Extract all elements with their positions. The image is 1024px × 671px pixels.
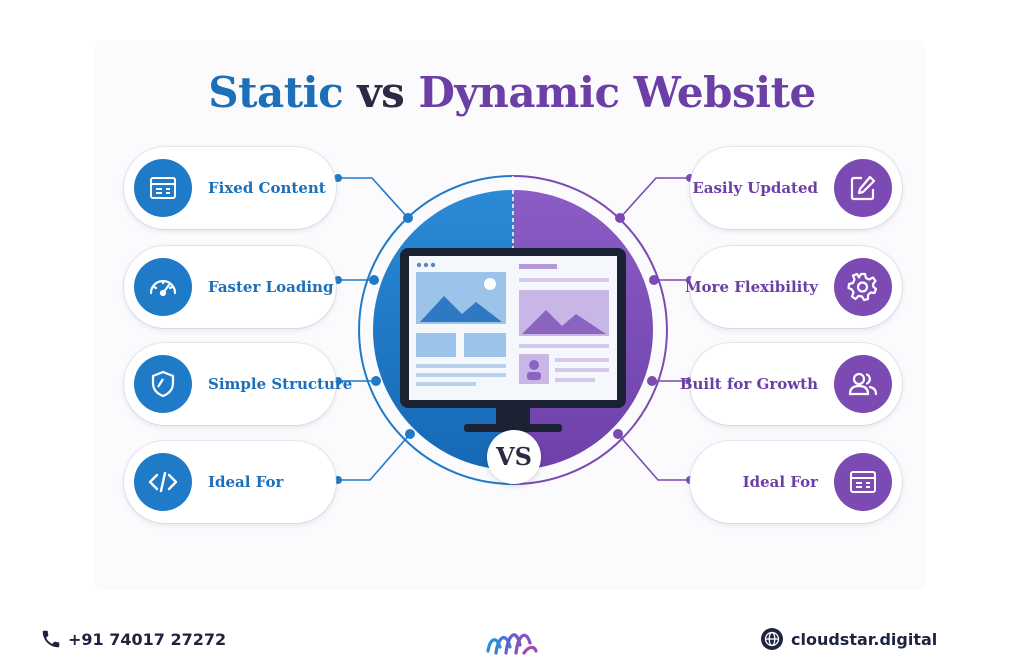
card-more-flexibility: More Flexibility bbox=[685, 246, 902, 328]
shield-icon bbox=[134, 355, 192, 413]
title-static: Static bbox=[208, 68, 344, 117]
card-label: Simple Structure bbox=[208, 375, 353, 393]
users-icon bbox=[834, 355, 892, 413]
code-icon bbox=[134, 453, 192, 511]
outer-ring-right bbox=[512, 175, 668, 485]
outer-ring-left bbox=[358, 175, 514, 485]
vs-badge: VS bbox=[487, 430, 541, 484]
edit-icon bbox=[834, 159, 892, 217]
window-layout-icon bbox=[134, 159, 192, 217]
card-faster-loading: Faster Loading bbox=[124, 246, 336, 328]
gear-icon bbox=[834, 258, 892, 316]
phone-number: +91 74017 27272 bbox=[68, 629, 227, 649]
card-label: Built for Growth bbox=[679, 375, 818, 393]
speedometer-icon bbox=[134, 258, 192, 316]
phone-icon bbox=[40, 628, 62, 650]
card-label: Easily Updated bbox=[692, 179, 818, 197]
card-easily-updated: Easily Updated bbox=[690, 147, 902, 229]
monitor-illustration bbox=[400, 248, 626, 432]
globe-icon bbox=[760, 627, 784, 651]
card-ideal-for-dynamic: Ideal For bbox=[690, 441, 902, 523]
card-simple-structure: Simple Structure bbox=[124, 343, 352, 425]
card-label: Faster Loading bbox=[208, 278, 334, 296]
card-label: Ideal For bbox=[742, 473, 818, 491]
title-dynamic: Dynamic Website bbox=[418, 68, 816, 117]
company-logo bbox=[484, 617, 540, 661]
footer-website[interactable]: cloudstar.digital bbox=[760, 626, 937, 652]
card-label: More Flexibility bbox=[684, 278, 818, 296]
card-label: Fixed Content bbox=[208, 179, 326, 197]
card-built-for-growth: Built for Growth bbox=[680, 343, 902, 425]
page-title: Static vs Dynamic Website bbox=[0, 68, 1024, 117]
card-label: Ideal For bbox=[208, 473, 284, 491]
window-layout-icon bbox=[834, 453, 892, 511]
website-url: cloudstar.digital bbox=[791, 629, 938, 649]
card-fixed-content: Fixed Content bbox=[124, 147, 336, 229]
footer-phone[interactable]: +91 74017 27272 bbox=[40, 626, 226, 652]
card-ideal-for-static: Ideal For bbox=[124, 441, 336, 523]
title-vs: vs bbox=[357, 68, 405, 117]
